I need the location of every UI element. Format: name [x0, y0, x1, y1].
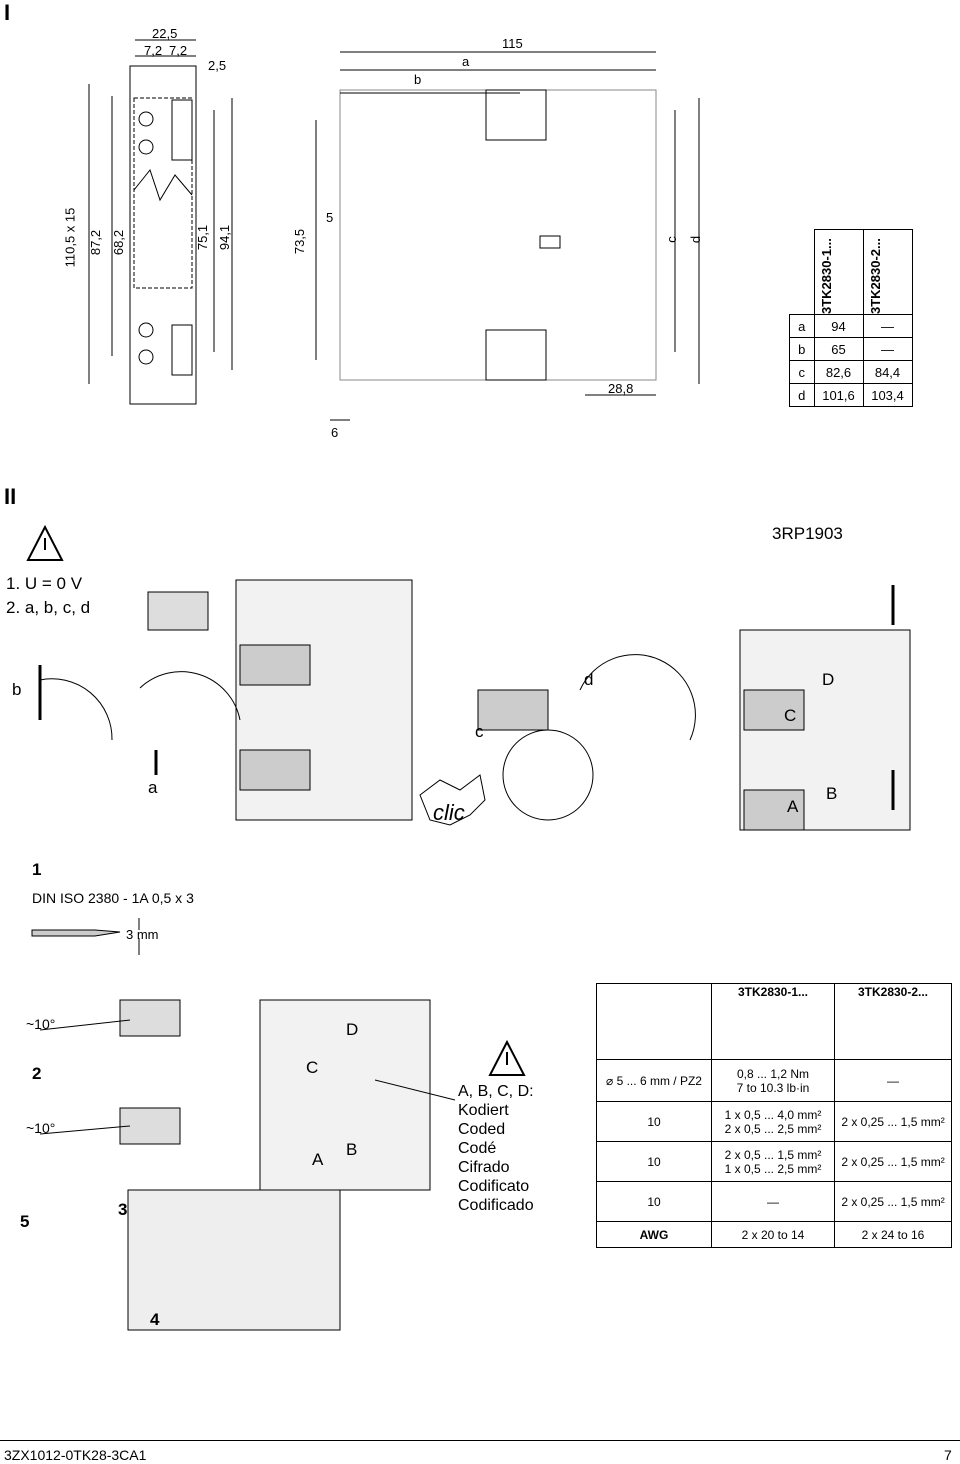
warning-icon — [26, 524, 64, 561]
module-A: A — [312, 1150, 324, 1169]
device-front-view — [129, 65, 197, 405]
letter-c: c — [475, 722, 484, 741]
module-B: B — [346, 1140, 358, 1159]
wire-solid-icon: 10 — [596, 1101, 712, 1142]
section-label-2: II — [4, 484, 17, 509]
part-number: 3RP1903 — [772, 524, 843, 543]
coding-word: Codificado — [458, 1197, 534, 1214]
wire-stranded-icon: 10 — [596, 1141, 712, 1182]
clic-label: clic — [433, 800, 465, 825]
letter-D: D — [822, 670, 835, 689]
coding-word: Codé — [458, 1140, 497, 1157]
wiring-step-2: 2 — [32, 1064, 42, 1083]
letter-A: A — [787, 797, 799, 816]
angle-1: ~10° — [26, 1016, 56, 1032]
step-1: 1. U = 0 V — [6, 574, 83, 593]
dim-5: 5 — [326, 210, 334, 225]
letter-C: C — [784, 706, 797, 725]
step-2: 2. a, b, c, d — [6, 598, 91, 617]
angle-2: ~10° — [26, 1120, 56, 1136]
letter-b: b — [12, 680, 22, 699]
dim-6: 6 — [331, 425, 339, 440]
footer: 3ZX1012-0TK28-3CA1 7 — [0, 1440, 960, 1463]
spec-header-2: 3TK2830-2... — [857, 985, 929, 999]
wiring-step-5: 5 — [20, 1212, 30, 1231]
dim-7-2-a: 7,2 — [144, 43, 163, 58]
dim-115: 115 — [502, 36, 523, 51]
coding-word: Kodiert — [458, 1102, 509, 1119]
relay-module-coded-2 — [259, 999, 431, 1191]
relay-module — [235, 579, 413, 821]
warning-icon-2 — [488, 1039, 526, 1076]
spec-header-1: 3TK2830-1... — [737, 985, 809, 999]
tool-number: 1 — [32, 860, 42, 879]
tool-spec: DIN ISO 2380 - 1A 0,5 x 3 — [32, 890, 194, 906]
awg-label: AWG — [639, 1227, 669, 1242]
letter-d: d — [584, 670, 594, 689]
wire-ferrule-icon: 10 — [596, 1181, 712, 1222]
torque-nm: 0,8 ... 1,2 Nm — [736, 1066, 810, 1081]
doc-code: 3ZX1012-0TK28-3CA1 — [4, 1447, 147, 1463]
torque-lbin: 7 to 10.3 lb·in — [736, 1080, 810, 1095]
dim-b: b — [414, 72, 422, 87]
letter-B: B — [826, 784, 838, 803]
coding-word: Coded — [458, 1121, 506, 1138]
tool-width: 3 mm — [126, 927, 159, 942]
dim-22-5: 22,5 — [152, 26, 178, 41]
spec-table: 3TK2830-1... 3TK2830-2... ⌀ 5 ... 6 mm /… — [596, 983, 952, 1248]
coding-note: A, B, C, D: Kodiert Coded Codé Cifrado C… — [458, 1082, 534, 1215]
screwdriver-icon: ⌀ — [606, 1073, 617, 1088]
coding-word: Cifrado — [458, 1159, 510, 1176]
dim-28-8: 28,8 — [608, 381, 634, 396]
module-C: C — [306, 1058, 319, 1077]
page-number: 7 — [944, 1447, 952, 1463]
clic-burst — [419, 774, 486, 826]
dim-7-2-b: 7,2 — [169, 43, 188, 58]
dim-2-5: 2,5 — [208, 58, 227, 73]
wiring-step-3: 3 — [118, 1200, 128, 1219]
letter-a: a — [148, 778, 158, 797]
dim-a: a — [462, 54, 470, 69]
module-D: D — [346, 1020, 359, 1039]
coding-title: A, B, C, D: — [458, 1083, 534, 1100]
wiring-step-4: 4 — [150, 1310, 160, 1329]
coding-word: Codificato — [458, 1178, 530, 1195]
screwdriver-spec: 5 ... 6 mm / PZ2 — [616, 1073, 702, 1088]
section-label-1: I — [4, 0, 11, 25]
torque-dash: — — [834, 1059, 952, 1102]
